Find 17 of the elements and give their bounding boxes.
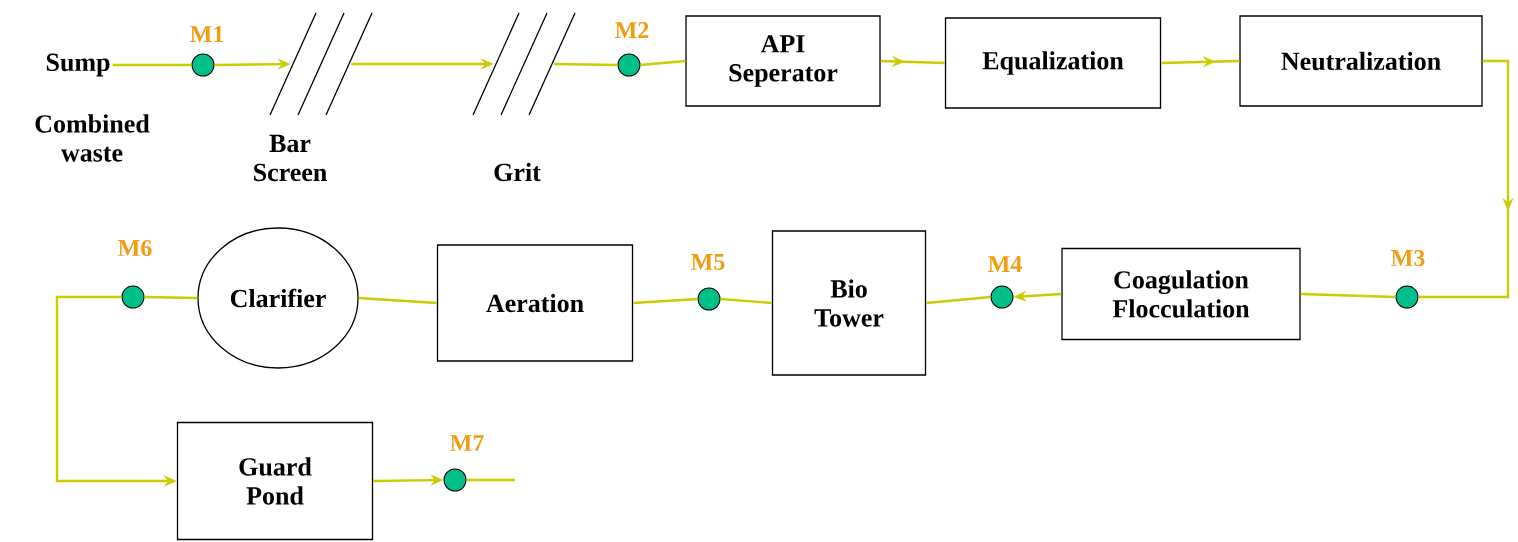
- process-box: API Seperator: [685, 15, 881, 107]
- marker-label: M4: [988, 256, 1022, 272]
- marker-label: M3: [1391, 249, 1425, 267]
- marker-label: M5: [691, 254, 725, 270]
- process-box: Bio Tower: [771, 230, 927, 376]
- process-box: Coagulation Flocculation: [1061, 247, 1301, 341]
- process-box: Neutralization: [1239, 15, 1483, 107]
- process-box: Equalization: [944, 17, 1162, 109]
- marker-label: M2: [615, 22, 649, 38]
- source-caption: Combined waste: [35, 114, 150, 162]
- marker-label: M1: [190, 26, 224, 42]
- source-label: Sump: [46, 53, 110, 77]
- process-box: Aeration: [436, 244, 634, 362]
- flow-arrow: [1418, 59, 1514, 299]
- marker-label: M6: [118, 239, 152, 257]
- marker-label: M7: [450, 435, 484, 451]
- process-box: Guard Pond: [176, 421, 374, 541]
